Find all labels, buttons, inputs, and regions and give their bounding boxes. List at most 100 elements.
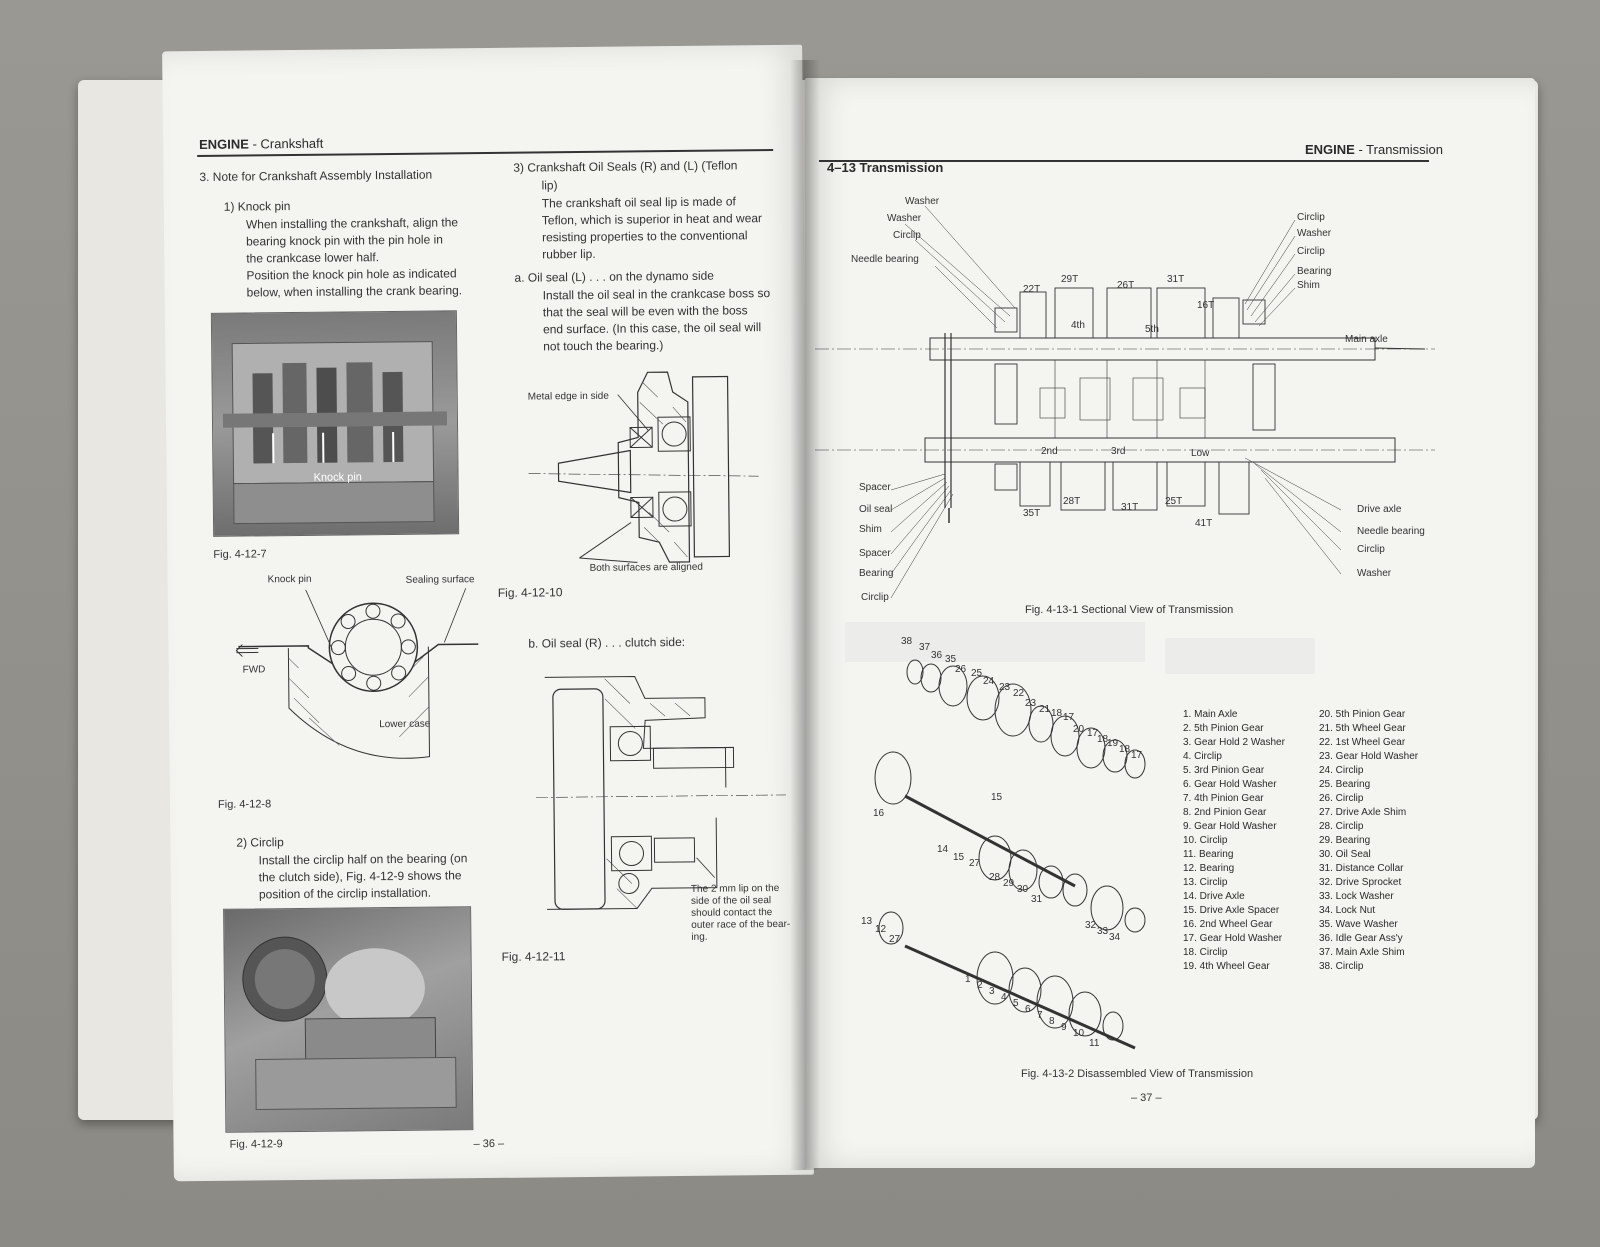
num-5: 5: [1013, 998, 1019, 1009]
seal-l-line: not touch the bearing.): [543, 338, 664, 354]
num-15b: 15: [953, 852, 965, 863]
num-15: 15: [991, 792, 1003, 803]
crankshaft-photo: Knock pin: [210, 310, 460, 537]
part-item: 16. 2nd Wheel Gear: [1183, 919, 1273, 930]
teeth-35t: 35T: [1023, 508, 1041, 519]
num-30: 30: [1017, 884, 1029, 895]
part-item: 11. Bearing: [1183, 849, 1234, 860]
left-page-number: – 36 –: [473, 1137, 505, 1151]
num-33: 33: [1097, 926, 1109, 937]
part-item: 18. Circlip: [1183, 947, 1228, 958]
right-header-rule: [819, 160, 1429, 162]
circlip-photo: [223, 906, 474, 1133]
circlip-line: position of the circlip installation.: [258, 885, 432, 902]
label-washer-2: Washer: [887, 213, 922, 224]
label-circlip-1: Circlip: [893, 230, 921, 241]
label-oil-seal: Oil seal: [859, 504, 893, 515]
part-item: 2. 5th Pinion Gear: [1183, 723, 1264, 734]
num-20: 20: [1073, 724, 1085, 735]
teeth-31t-bottom: 31T: [1121, 502, 1139, 513]
fig11-note-line: side of the oil seal: [690, 895, 772, 907]
label-shim: Shim: [859, 524, 882, 535]
part-item: 10. Circlip: [1183, 835, 1228, 846]
fig8-sealing-label: Sealing surface: [406, 574, 475, 586]
circlip-line: the clutch side), Fig. 4-12-9 shows the: [258, 868, 462, 885]
num-31: 31: [1031, 894, 1043, 905]
faint-block: [845, 622, 1145, 662]
label-shim-r: Shim: [1297, 280, 1320, 291]
seal-r-title: b. Oil seal (R) . . . clutch side:: [528, 634, 686, 651]
part-item: 24. Circlip: [1319, 765, 1364, 776]
section-title: 4–13 Transmission: [827, 160, 944, 175]
num-19: 19: [1107, 738, 1119, 749]
num-27b: 27: [889, 934, 901, 945]
part-item: 26. Circlip: [1319, 793, 1364, 804]
label-circlip-bottom-r: Circlip: [1357, 544, 1385, 555]
seals-title: 3) Crankshaft Oil Seals (R) and (L) (Tef…: [513, 158, 738, 175]
gear-low: Low: [1191, 448, 1210, 459]
num-23: 23: [999, 682, 1011, 693]
label-washer-r: Washer: [1297, 228, 1332, 239]
parts-list-col1: 1. Main Axle 2. 5th Pinion Gear 3. Gear …: [1183, 708, 1313, 974]
label-spacer-1: Spacer: [859, 482, 891, 493]
circlip-title: 2) Circlip: [236, 835, 284, 850]
circlip-photo-drawing: [242, 936, 457, 1110]
part-item: 27. Drive Axle Shim: [1319, 807, 1407, 818]
fig8-diagram: Knock pin Sealing surface FWD Lower case: [228, 566, 490, 789]
label-circlip-r2: Circlip: [1297, 246, 1325, 257]
num-18c: 18: [1119, 744, 1131, 755]
num-27: 27: [969, 858, 981, 869]
seals-title-2: lip): [541, 178, 558, 193]
label-circlip-bottom: Circlip: [861, 592, 889, 603]
parts-list-col2: 20. 5th Pinion Gear 21. 5th Wheel Gear 2…: [1319, 708, 1449, 974]
knock-pin-text: When installing the crankshaft, align th…: [246, 214, 497, 302]
gear-2nd: 2nd: [1041, 446, 1058, 457]
teeth-28t: 28T: [1063, 496, 1081, 507]
part-item: 35. Wave Washer: [1319, 919, 1398, 930]
num-18: 18: [1051, 708, 1063, 719]
num-32: 32: [1085, 920, 1097, 931]
label-washer-bottom: Washer: [1357, 568, 1392, 579]
num-11: 11: [1089, 1038, 1100, 1049]
left-page: ENGINE - Crankshaft 3. Note for Cranksha…: [162, 44, 814, 1182]
book-gutter: [790, 60, 820, 1170]
num-37: 37: [919, 642, 931, 653]
crankshaft-photo-drawing: Knock pin: [222, 341, 448, 525]
fig11-note: The 2 mm lip on the side of the oil seal…: [691, 883, 792, 944]
num-17: 17: [1063, 712, 1075, 723]
num-13: 13: [861, 916, 873, 927]
label-bearing-r: Bearing: [1297, 266, 1332, 277]
num-36: 36: [931, 650, 943, 661]
part-item: 36. Idle Gear Ass'y: [1319, 933, 1403, 944]
part-item: 15. Drive Axle Spacer: [1183, 905, 1280, 916]
num-3: 3: [989, 986, 995, 997]
faint-block: [1165, 638, 1315, 674]
exploded-view: [845, 628, 1185, 1068]
num-26: 26: [955, 664, 967, 675]
label-needle-bearing-bottom: Needle bearing: [1357, 526, 1425, 537]
label-drive-axle: Drive axle: [1357, 504, 1402, 515]
part-item: 33. Lock Washer: [1319, 891, 1394, 902]
num-9: 9: [1061, 1022, 1067, 1033]
part-item: 6. Gear Hold Washer: [1183, 779, 1277, 790]
fig10-diagram: Metal edge in side Both surfaces are ali…: [517, 361, 769, 574]
seal-l-title: a. Oil seal (L) . . . on the dynamo side: [514, 268, 714, 285]
teeth-26t: 26T: [1117, 280, 1135, 291]
num-21: 21: [1039, 704, 1051, 715]
num-8: 8: [1049, 1016, 1055, 1027]
part-item: 14. Drive Axle: [1183, 891, 1245, 902]
right-header-section: ENGINE: [1305, 142, 1355, 157]
sectional-view: [815, 188, 1455, 608]
gear-4th: 4th: [1071, 320, 1085, 331]
part-item: 13. Circlip: [1183, 877, 1228, 888]
part-item: 29. Bearing: [1319, 835, 1371, 846]
fig11-note-line: ing.: [691, 931, 708, 943]
num-10: 10: [1073, 1028, 1085, 1039]
gear-3rd: 3rd: [1111, 446, 1126, 457]
num-23b: 23: [1025, 698, 1037, 709]
gear-5th: 5th: [1145, 324, 1159, 335]
knock-pin-title: 1) Knock pin: [223, 199, 291, 214]
teeth-16t: 16T: [1197, 300, 1215, 311]
fig9-caption: Fig. 4-12-9: [229, 1138, 283, 1151]
